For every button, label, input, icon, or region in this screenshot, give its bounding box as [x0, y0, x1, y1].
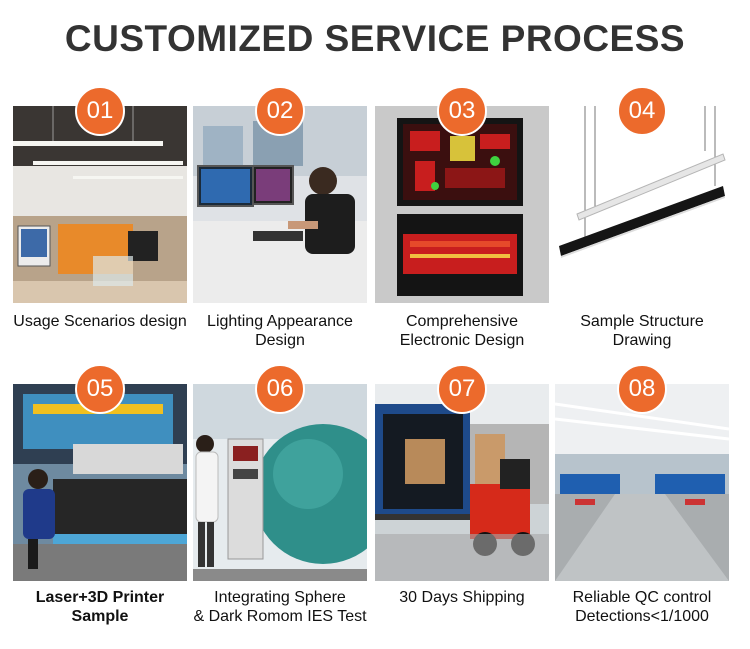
- step-caption: Usage Scenarios design: [13, 313, 187, 330]
- step-caption: Integrating Sphere & Dark Romom IES Test: [193, 589, 367, 625]
- step-caption: Lighting Appearance Design: [207, 313, 353, 349]
- pcb-layout-image: [375, 106, 549, 303]
- step-caption: Comprehensive Electronic Design: [399, 313, 525, 349]
- linear-light-samples-image: [555, 106, 729, 303]
- step-caption: Reliable QC control Detections<1/1000: [572, 589, 712, 625]
- office-interior-image: [13, 106, 187, 303]
- step-badge: 07: [437, 364, 487, 414]
- factory-floor-image: [555, 384, 729, 581]
- step-badge: 01: [75, 86, 125, 136]
- integrating-sphere-image: [193, 384, 367, 581]
- step-caption: Sample Structure Drawing: [580, 313, 704, 349]
- step-badge: 03: [437, 86, 487, 136]
- step-caption: 30 Days Shipping: [399, 589, 525, 606]
- step-badge: 06: [255, 364, 305, 414]
- step-badge: 02: [255, 86, 305, 136]
- forklift-shipping-image: [375, 384, 549, 581]
- laser-machine-image: [13, 384, 187, 581]
- step-badge: 05: [75, 364, 125, 414]
- page-title: CUSTOMIZED SERVICE PROCESS: [64, 18, 686, 59]
- step-badge: 04: [617, 86, 667, 136]
- step-caption: Laser+3D Printer Sample: [35, 589, 165, 625]
- designer-workstation-image: [193, 106, 367, 303]
- step-badge: 08: [617, 364, 667, 414]
